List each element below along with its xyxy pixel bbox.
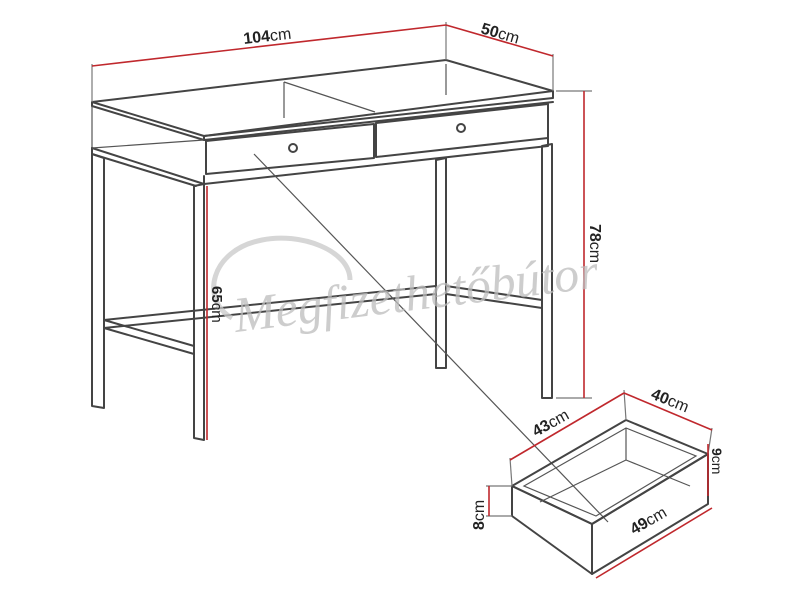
leg-back-left xyxy=(91,153,105,409)
stretcher-back-bottom xyxy=(103,293,437,329)
label-drawer-outer-height: 9cm xyxy=(709,448,725,474)
apron-front xyxy=(203,137,549,185)
watermark-text: Megfizethetőbútor xyxy=(230,243,602,343)
leg-front-right xyxy=(541,143,553,399)
stretcher-right-bottom xyxy=(445,293,543,309)
label-drawer-inner-height: 8cm xyxy=(471,500,488,530)
label-height: 78cm xyxy=(586,224,603,263)
dim-line-width xyxy=(91,24,447,67)
leader-line xyxy=(253,153,609,523)
watermark: Megfizethetőbútor xyxy=(211,235,602,343)
label-width: 104cm xyxy=(243,26,293,48)
desk-top-surface xyxy=(91,59,554,137)
drawer-front-left xyxy=(205,123,375,175)
dim-line-drawer-length xyxy=(595,507,713,579)
stretcher-right xyxy=(445,285,543,301)
drawer-knob-right xyxy=(456,123,466,133)
dim-line-depth xyxy=(445,24,554,57)
desk-drawing xyxy=(91,59,554,441)
stretcher-back xyxy=(103,285,437,321)
stretcher-left-bottom xyxy=(103,327,195,355)
label-drawer-depth: 40cm xyxy=(649,386,692,416)
label-leg-height: 65cm xyxy=(208,286,225,323)
drawer-knob-left xyxy=(288,143,298,153)
dim-line-drawer-depth xyxy=(623,392,713,431)
desk-top-front-edge xyxy=(203,90,554,137)
leg-back-right xyxy=(435,157,447,369)
dimension-lines xyxy=(91,22,713,579)
drawer-inner xyxy=(522,427,698,517)
dim-line-drawer-width xyxy=(509,392,625,461)
drawer-front-panel xyxy=(511,485,593,575)
label-drawer-length: 49cm xyxy=(628,504,670,538)
leg-front-left xyxy=(193,183,205,441)
apron-left xyxy=(91,147,205,185)
label-depth: 50cm xyxy=(479,21,521,48)
dimension-labels: 104cm 50cm 78cm 65cm 43cm 40cm 9cm 8cm 4… xyxy=(208,21,725,539)
desk-legs xyxy=(91,143,553,441)
stretcher-left xyxy=(103,319,195,347)
drawer-detail-drawing xyxy=(253,153,709,575)
